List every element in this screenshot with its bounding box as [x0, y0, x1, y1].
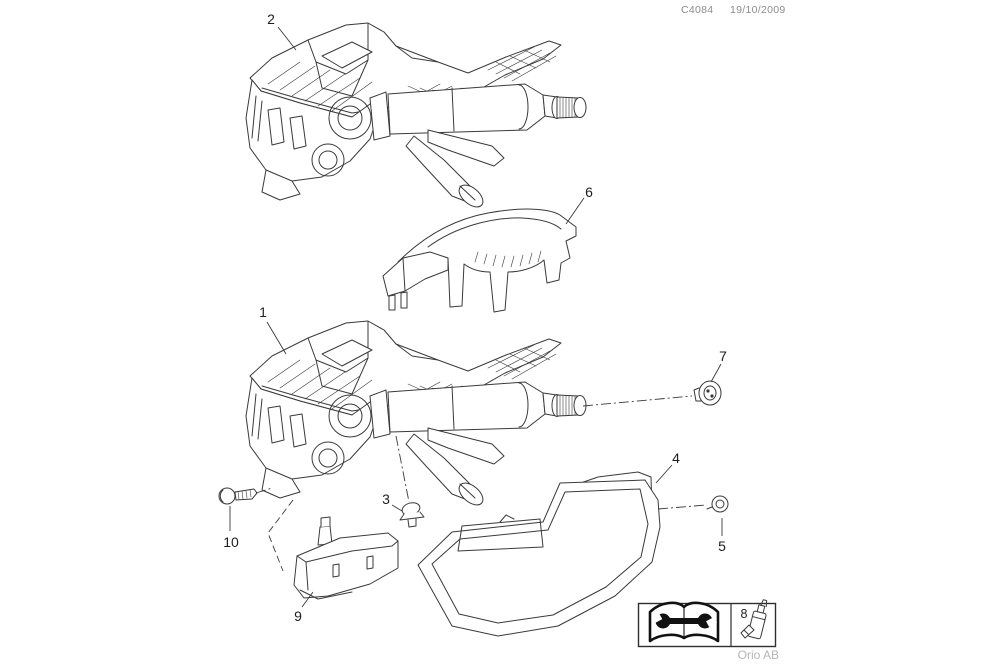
callout-6: 6	[585, 184, 593, 200]
callout-5: 5	[718, 538, 726, 554]
screw-part5	[706, 495, 729, 513]
drawing-number: C4084	[681, 4, 713, 16]
mounting-path-module9	[267, 499, 294, 572]
centerline-screw10	[255, 487, 273, 494]
workshop-manual-icon	[648, 601, 720, 643]
adhesive-bottle-icon	[740, 599, 768, 640]
screw-part10	[218, 487, 258, 505]
callout-10: 10	[223, 534, 239, 550]
steering-column-assembly-part1	[245, 320, 587, 510]
centerline-screw5	[657, 504, 707, 510]
bolt-part3	[399, 502, 425, 528]
callout-4: 4	[672, 450, 680, 466]
callout-2: 2	[267, 11, 275, 27]
callout-9: 9	[294, 608, 302, 624]
steering-column-assembly-part2	[245, 22, 587, 212]
ignition-switch-module-part9	[293, 516, 399, 600]
callout-3: 3	[382, 491, 390, 507]
brand-text: Orio AB	[738, 648, 779, 662]
callout-leader-lines	[229, 26, 723, 608]
upper-column-cover-part6	[382, 208, 577, 313]
legend-part-number: 8	[741, 607, 748, 621]
bolt-part7	[693, 380, 722, 406]
centerline-bolt7	[582, 395, 693, 407]
drawing-date: 19/10/2009	[730, 4, 786, 16]
legend-box: 8	[637, 599, 777, 648]
centerline-bolt3	[395, 435, 410, 503]
lower-knee-cover	[417, 479, 661, 637]
callout-1: 1	[259, 304, 267, 320]
callout-7: 7	[719, 348, 727, 364]
